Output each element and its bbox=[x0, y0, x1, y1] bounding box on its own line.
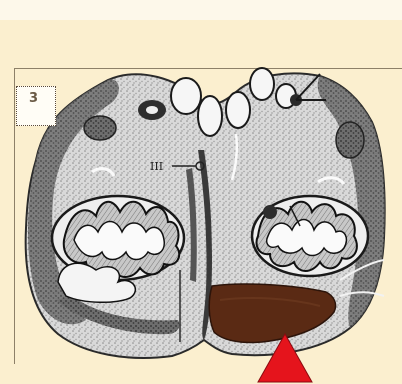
figure-label: 3 bbox=[16, 86, 56, 126]
svg-text:III: III bbox=[150, 160, 163, 173]
